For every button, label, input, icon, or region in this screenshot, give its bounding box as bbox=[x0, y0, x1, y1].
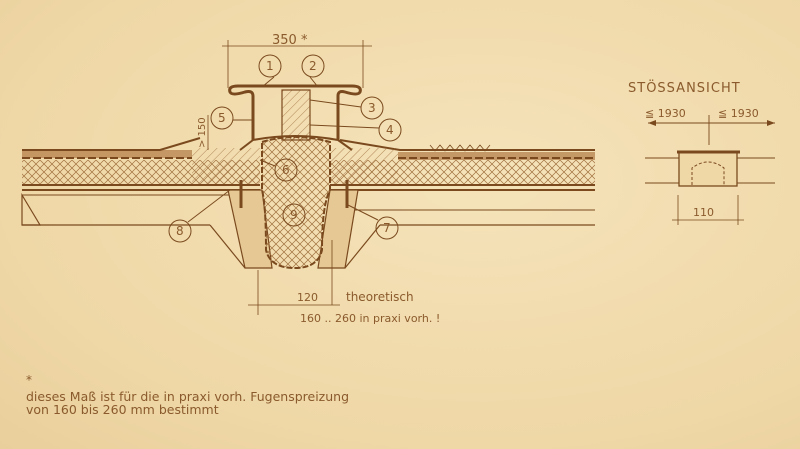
right-spacing-label: ≦ 1930 bbox=[718, 107, 759, 120]
callout-4: 4 bbox=[386, 123, 394, 137]
anchor-screws bbox=[239, 180, 349, 208]
dimension-350-label: 350 * bbox=[272, 33, 308, 48]
joint-filler bbox=[261, 136, 331, 270]
callout-3: 3 bbox=[368, 101, 376, 115]
footnote-marker: * bbox=[26, 373, 32, 387]
dimension-350: 350 * bbox=[222, 33, 372, 88]
callout-2: 2 bbox=[309, 59, 317, 73]
side-view: STÖSSANSICHT ≦ 1930 ≦ 1930 110 bbox=[628, 79, 775, 225]
callout-5: 5 bbox=[218, 111, 226, 125]
height-dimension-label: > 150 bbox=[197, 117, 208, 148]
gap-dimension: 120 theoretisch 160 .. 260 in praxi vorh… bbox=[248, 240, 440, 325]
footnote-line-1: dieses Maß ist für die in praxi vorh. Fu… bbox=[26, 389, 349, 404]
left-spacing-label: ≦ 1930 bbox=[645, 107, 686, 120]
wedge-insulation-left bbox=[192, 148, 260, 184]
gap-note-theoretical: theoretisch bbox=[346, 290, 414, 304]
callout-9: 9 bbox=[290, 208, 298, 222]
callouts bbox=[168, 54, 402, 243]
gap-note-practical: 160 .. 260 in praxi vorh. ! bbox=[300, 312, 440, 325]
wedge-insulation-right bbox=[330, 148, 398, 184]
footnote: * dieses Maß ist für die in praxi vorh. … bbox=[26, 373, 349, 417]
side-view-title: STÖSSANSICHT bbox=[628, 79, 741, 96]
callout-1: 1 bbox=[266, 59, 274, 73]
callout-6: 6 bbox=[282, 163, 290, 177]
footnote-line-2: von 160 bis 260 mm bestimmt bbox=[26, 402, 219, 417]
callout-7: 7 bbox=[383, 221, 391, 235]
gap-dimension-label: 120 bbox=[297, 291, 318, 304]
width-dimension-label: 110 bbox=[693, 206, 714, 219]
callout-8: 8 bbox=[176, 224, 184, 238]
joint-cap-profile bbox=[228, 84, 362, 151]
